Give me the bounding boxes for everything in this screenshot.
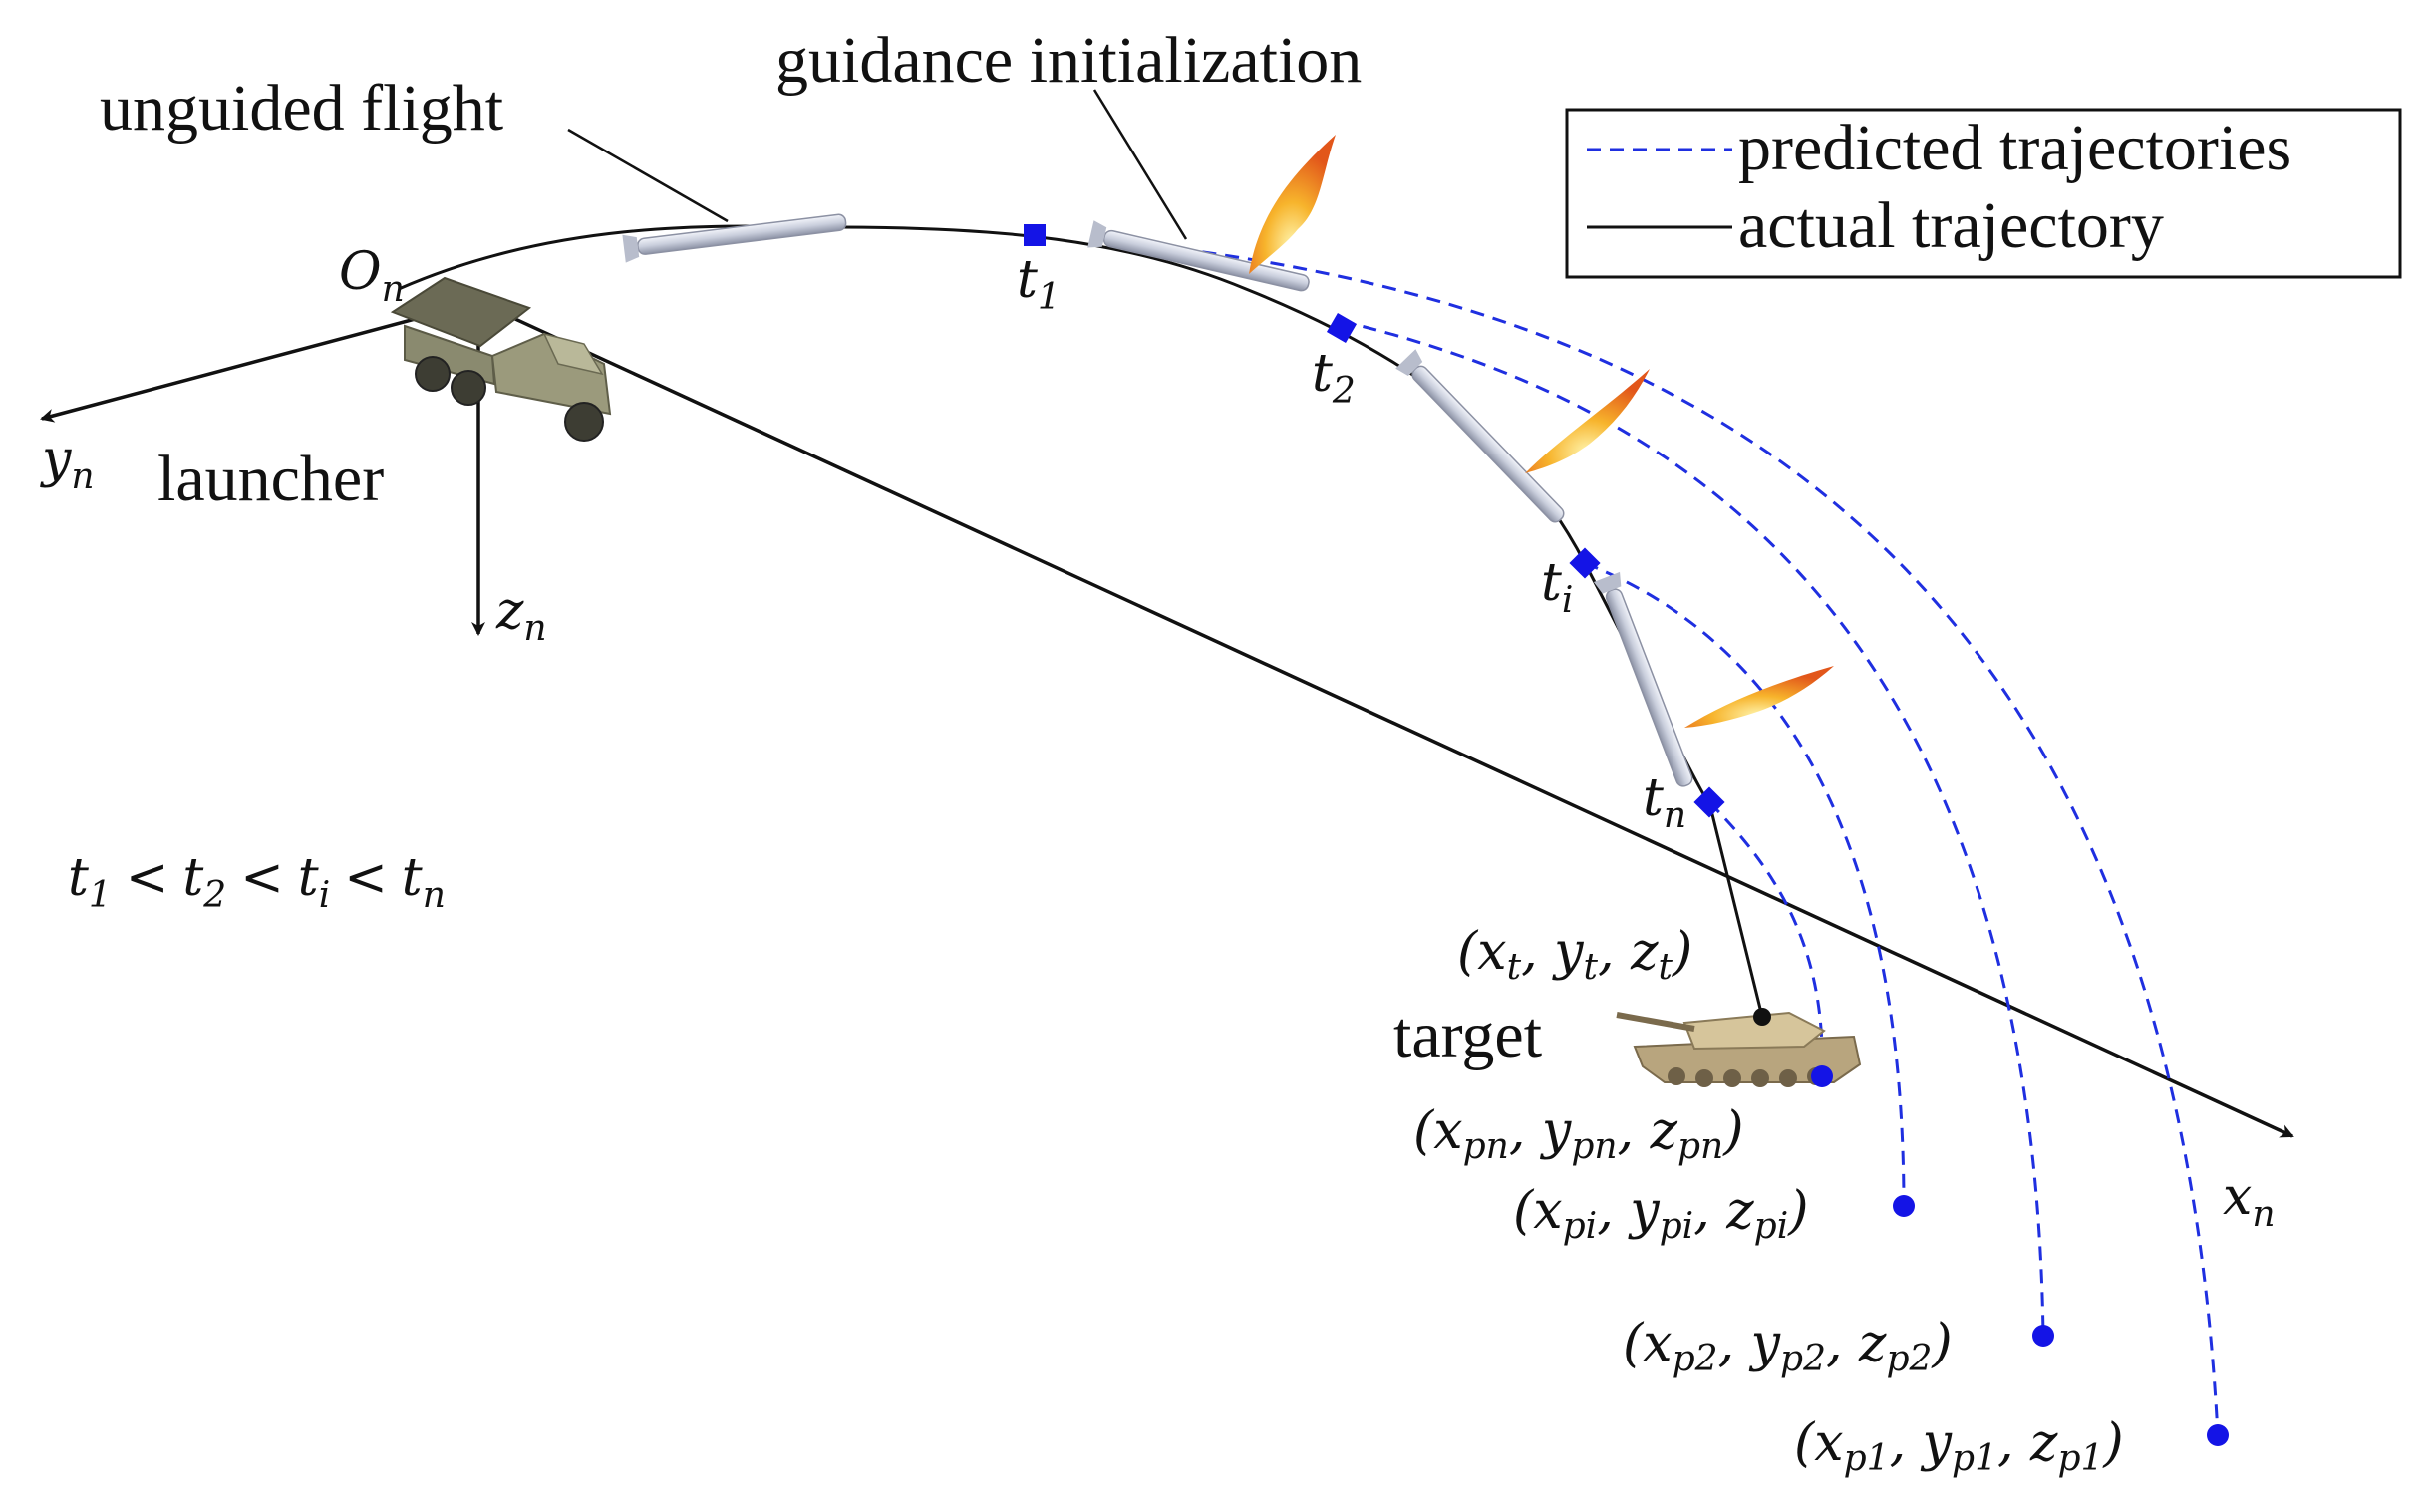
flame-icon [1525,369,1650,473]
flame-icon [1249,135,1336,274]
x-axis-label: xn [2223,1167,2276,1235]
predicted-endpoints [1811,1065,2229,1446]
label-unguided-flight: unguided flight [100,72,503,145]
flames [1249,135,1834,728]
missile-guided-i [1593,571,1693,787]
target-tank [1616,1011,1862,1087]
predicted-trajectory-2 [1340,319,2045,1337]
actual-trajectory [398,224,1764,1018]
legend: predicted trajectories actual trajectory [1565,108,2402,279]
endpoint-pn [1811,1065,1833,1087]
time-label-ti: ti [1541,553,1573,621]
legend-box [1565,108,2402,279]
coord-pi: (xpi, ypi, zpi) [1513,1181,1809,1247]
launcher-vehicle [390,276,612,442]
origin-label: On [339,242,405,310]
endpoint-p2 [2032,1325,2054,1347]
marker-t1 [1024,224,1046,246]
predicted-trajectories [1110,239,2220,1436]
coord-p2: (xp2, yp2, zp2) [1623,1314,1953,1379]
missile-guided-1 [1087,220,1310,292]
target-point [1753,1008,1771,1026]
coord-target: (xt, yt, zt) [1457,922,1692,988]
label-target: target [1393,999,1542,1071]
label-guidance-initialization: guidance initialization [775,24,1362,97]
z-axis-label: zn [495,581,547,649]
legend-predicted-label: predicted trajectories [1738,112,2291,184]
legend-actual-label: actual trajectory [1738,189,2164,262]
missile-unguided [622,213,847,263]
callout-guidance [1092,89,1188,240]
missile-guided-2 [1395,349,1565,523]
time-markers [1024,224,1725,818]
time-inequality: t1<t2<ti<tn [68,848,446,916]
x-axis [477,300,2294,1138]
predicted-trajectory-1 [1110,239,2220,1436]
flame-icon [1684,666,1834,728]
y-axis [40,300,479,423]
coordinate-axes [40,300,2294,1138]
y-axis-label: yn [40,430,95,497]
marker-ti [1569,547,1601,579]
marker-tn [1693,786,1725,818]
missiles [622,213,1693,787]
endpoint-p1 [2207,1424,2229,1446]
time-label-tn: tn [1643,768,1686,836]
time-label-t2: t2 [1312,344,1356,412]
marker-t2 [1326,312,1358,344]
coord-p1: (xp1, yp1, zp1) [1794,1413,2124,1479]
endpoint-pi [1893,1195,1915,1217]
time-label-t1: t1 [1017,250,1061,318]
coord-pn: (xpn, ypn, zpn) [1413,1101,1744,1167]
callout-unguided [567,128,729,223]
label-launcher: launcher [157,443,384,515]
